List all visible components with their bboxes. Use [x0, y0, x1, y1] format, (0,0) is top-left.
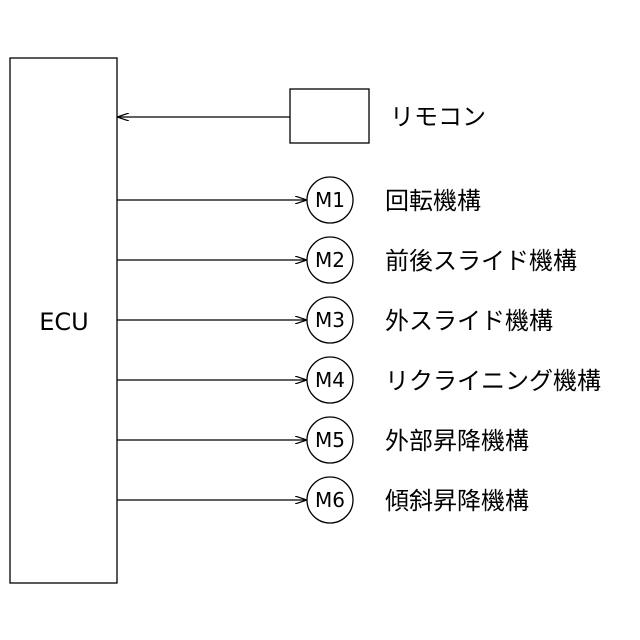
- motor-id: M5: [315, 428, 345, 452]
- motor-list: M1 回転機構 M2 前後スライド機構 M3 外スライド機構 M4 リクライニング機構 M5 外部…: [117, 177, 601, 523]
- motor-row: M1 回転機構: [117, 177, 481, 223]
- motor-row: M2 前後スライド機構: [117, 237, 577, 283]
- motor-label: リクライニング機構: [385, 367, 601, 395]
- motor-row: M5 外部昇降機構: [117, 417, 529, 463]
- ecu-label: ECU: [39, 308, 89, 336]
- motor-label: 外部昇降機構: [385, 427, 529, 455]
- motor-id: M1: [315, 188, 345, 212]
- motor-label: 外スライド機構: [385, 307, 553, 335]
- motor-id: M4: [315, 368, 345, 392]
- remote-box: [290, 89, 369, 143]
- motor-row: M4 リクライニング機構: [117, 357, 601, 403]
- motor-id: M6: [315, 488, 345, 512]
- motor-row: M6 傾斜昇降機構: [117, 477, 529, 523]
- motor-row: M3 外スライド機構: [117, 297, 553, 343]
- motor-label: 前後スライド機構: [385, 247, 577, 275]
- remote-label: リモコン: [390, 103, 486, 131]
- motor-label: 回転機構: [385, 187, 481, 215]
- motor-id: M2: [315, 248, 345, 272]
- motor-label: 傾斜昇降機構: [385, 487, 529, 515]
- motor-id: M3: [315, 308, 345, 332]
